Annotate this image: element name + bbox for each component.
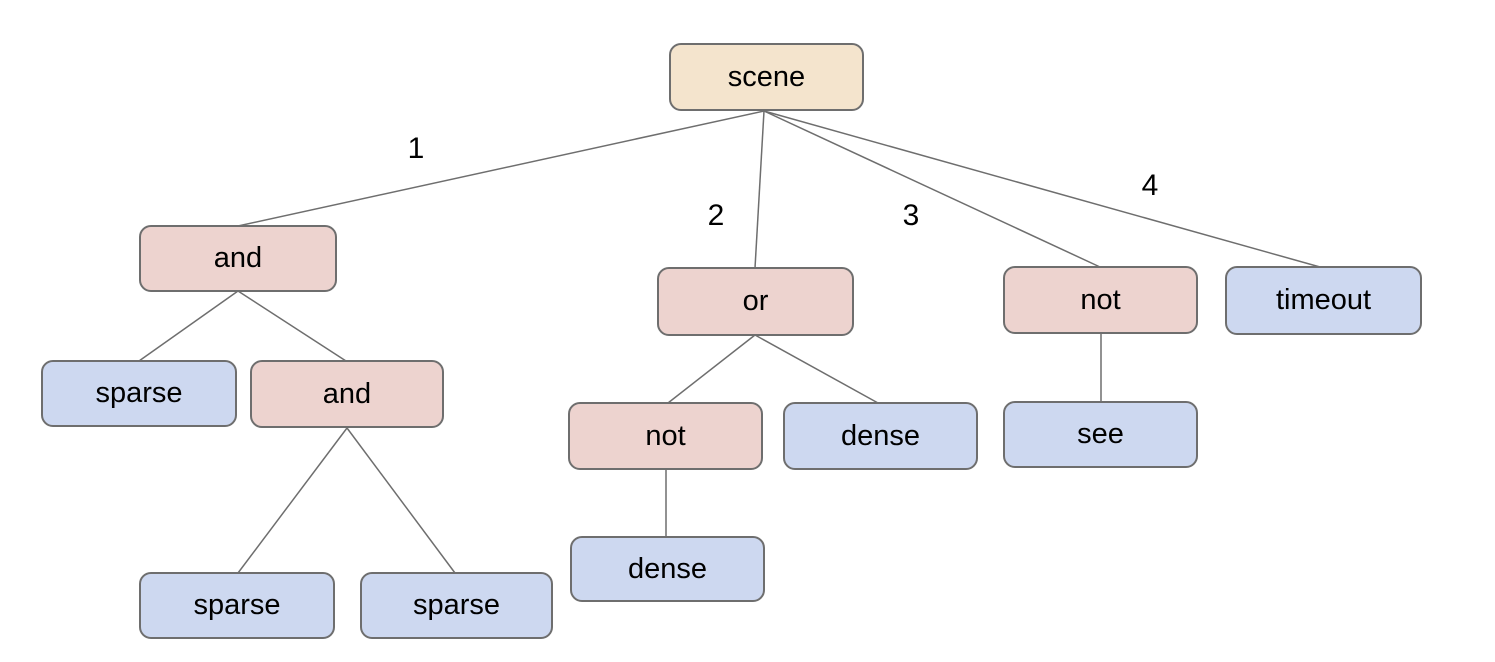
node-sparse-level2: sparse (41, 360, 237, 427)
node-dense-level3: dense (570, 536, 765, 602)
edge-label-4: 4 (1141, 169, 1159, 202)
node-timeout: timeout (1225, 266, 1422, 335)
node-not-level2: not (568, 402, 763, 470)
node-sparse-level3-right: sparse (360, 572, 553, 639)
edge-scene-not (763, 110, 1101, 268)
node-dense-level2: dense (783, 402, 978, 470)
edge-and-and (237, 290, 347, 362)
edge-label-1: 1 (407, 132, 425, 165)
node-see: see (1003, 401, 1198, 468)
node-or: or (657, 267, 854, 336)
edge-and-sparse (138, 290, 239, 362)
node-and-level1: and (139, 225, 337, 292)
node-not-level1: not (1003, 266, 1198, 334)
edge-scene-and (237, 110, 765, 227)
edge-scene-timeout (763, 110, 1321, 268)
edge-and2-sparse-right (346, 427, 456, 574)
edge-label-3: 3 (902, 199, 920, 232)
node-sparse-level3-left: sparse (139, 572, 335, 639)
edge-or-not (667, 334, 756, 404)
edge-and2-sparse-left (237, 427, 348, 574)
edge-label-2: 2 (707, 199, 725, 232)
node-scene: scene (669, 43, 864, 111)
node-and-level2: and (250, 360, 444, 428)
edge-scene-or (754, 110, 765, 269)
edge-or-dense (754, 334, 879, 404)
